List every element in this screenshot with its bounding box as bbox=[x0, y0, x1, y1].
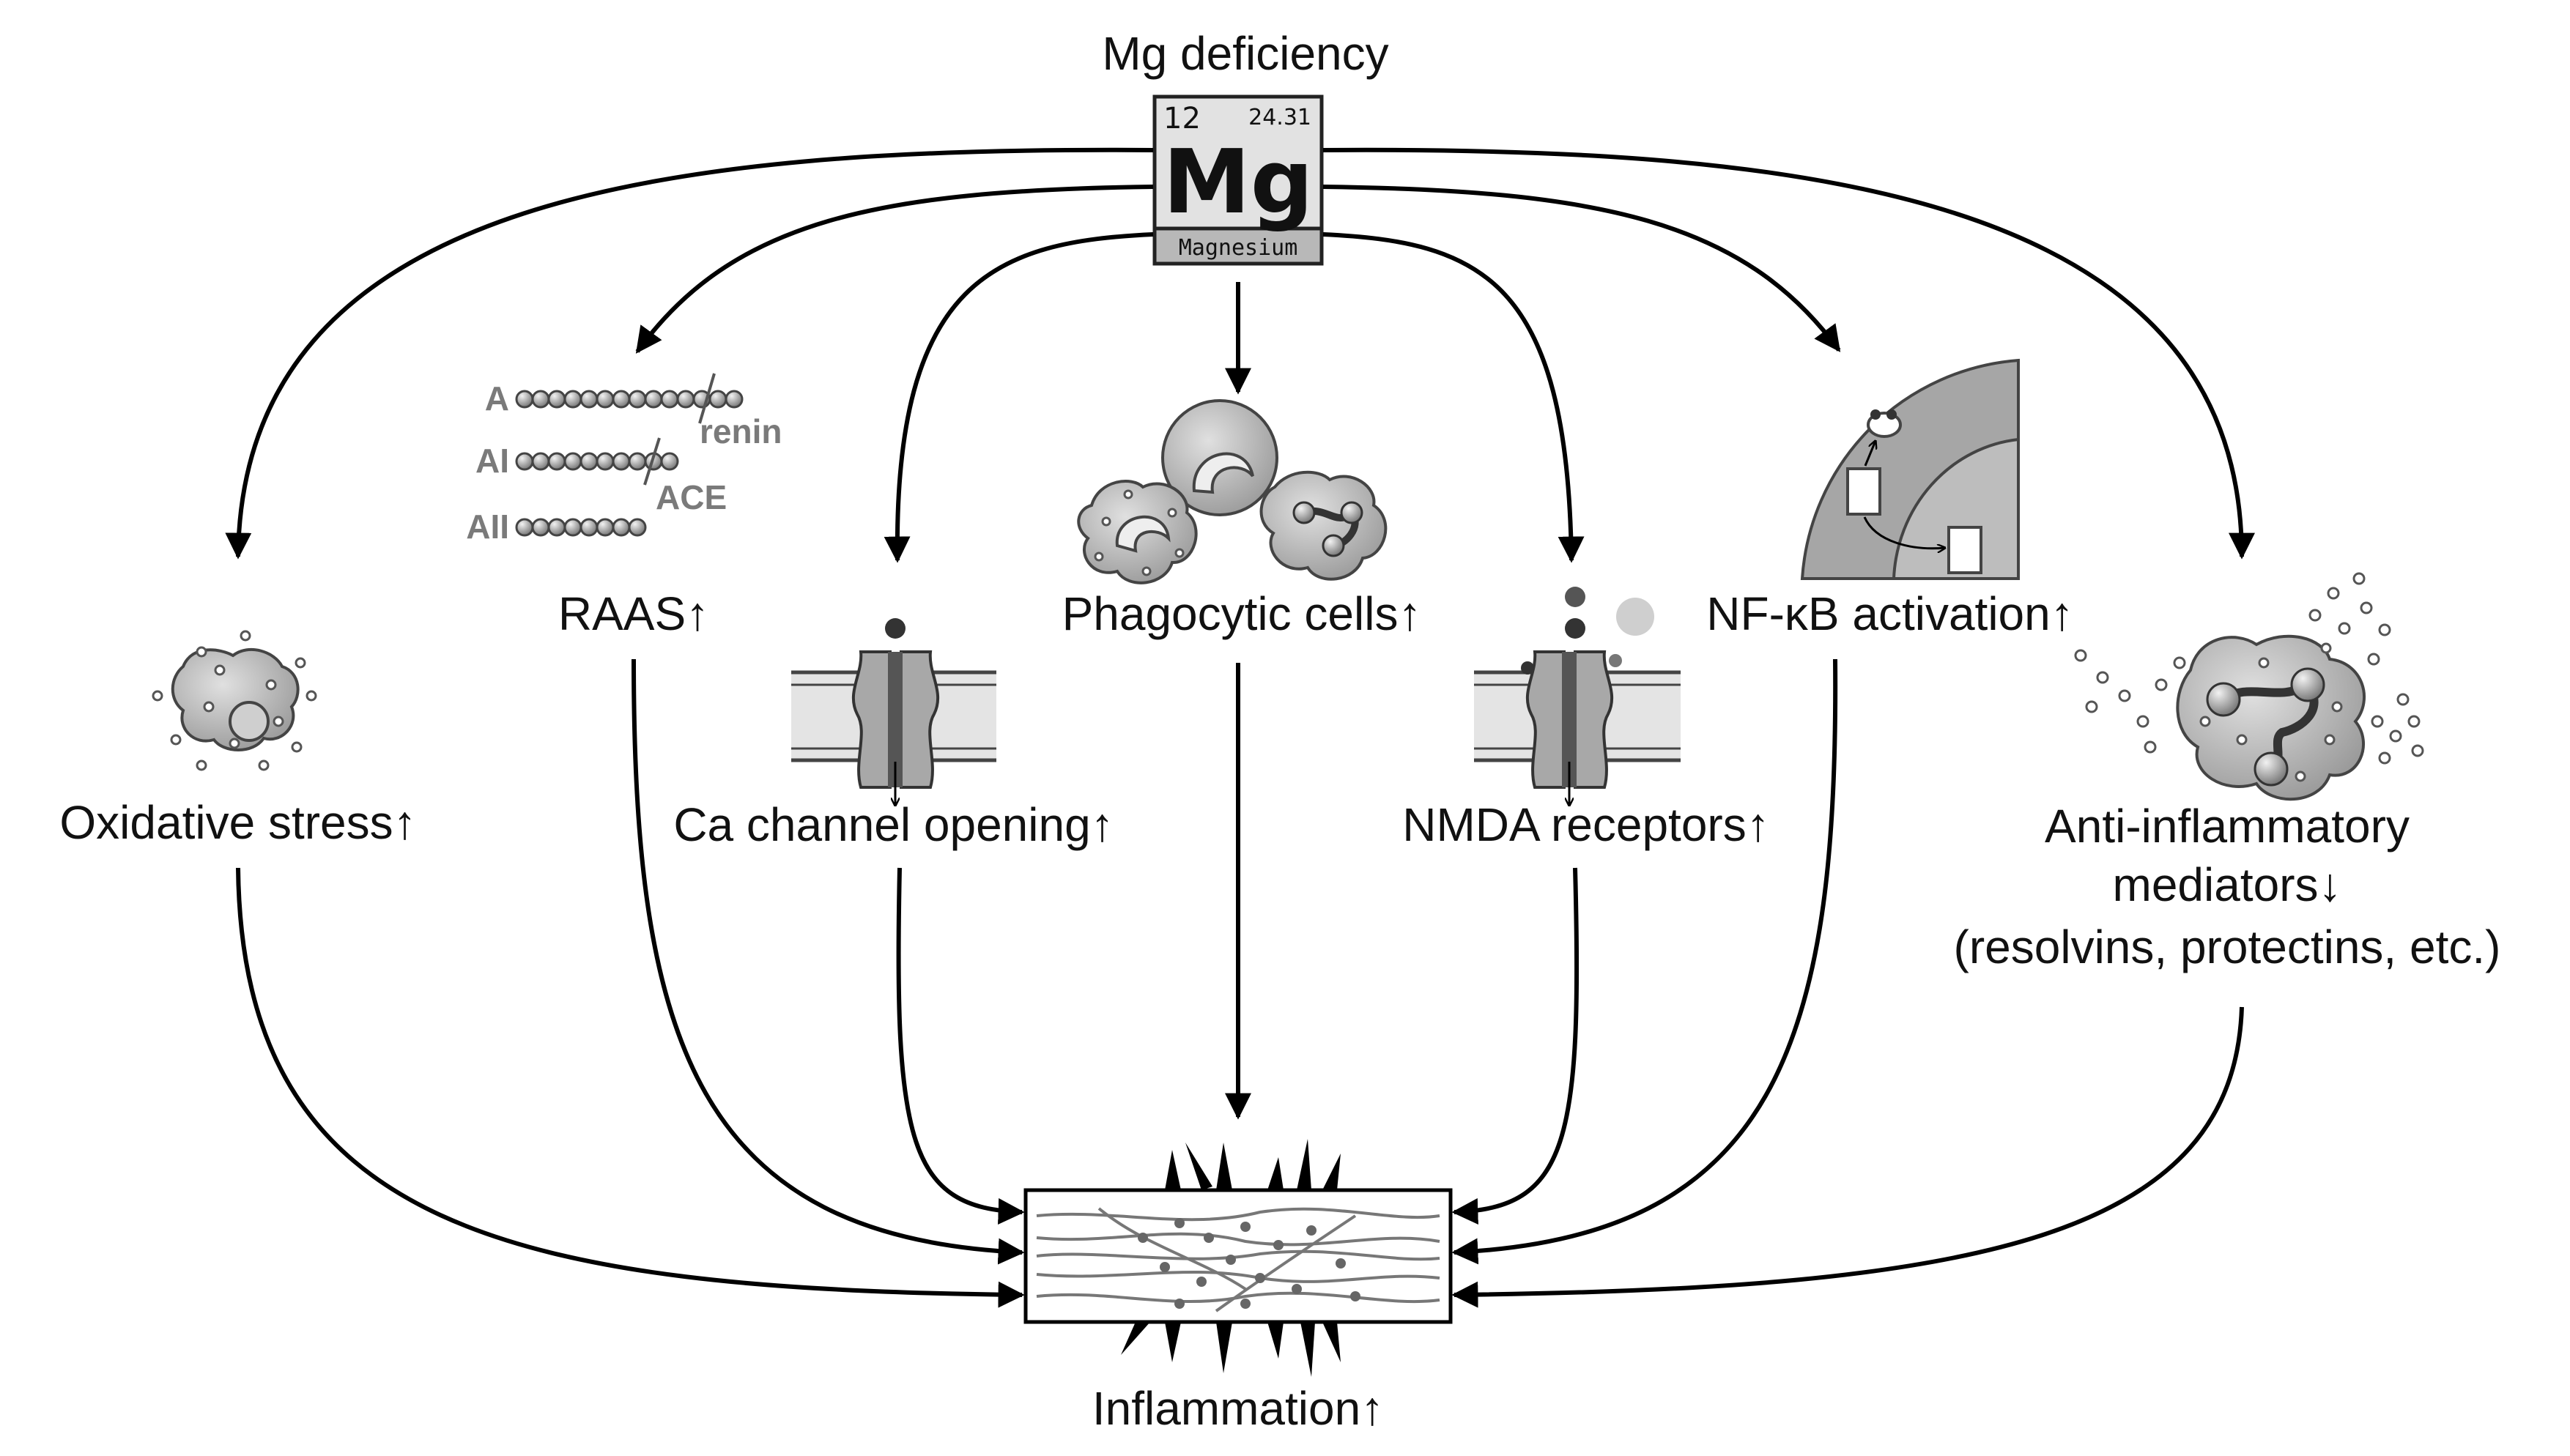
element-name: Magnesium bbox=[1179, 235, 1298, 261]
phagocytic-cells-label: Phagocytic cells↑ bbox=[1062, 587, 1422, 640]
nfkb-activation-icon bbox=[1800, 358, 2020, 580]
arrow-nmda-to-inflammation bbox=[1451, 867, 1580, 1225]
raas-label: RAAS↑ bbox=[558, 587, 709, 640]
nmda-receptors-label: NMDA receptors↑ bbox=[1402, 798, 1769, 851]
atomic-mass: 24.31 bbox=[1248, 105, 1311, 130]
anti-inflammatory-label-line1: Anti-inflammatory bbox=[2045, 800, 2410, 853]
arrow-raas-to-inflammation bbox=[632, 658, 1025, 1265]
renin-label: renin bbox=[700, 412, 782, 450]
ca-channel-label: Ca channel opening↑ bbox=[673, 798, 1114, 851]
angiotensin-i-label: AI bbox=[475, 442, 509, 480]
anti-inflammatory-label-line3: (resolvins, protectins, etc.) bbox=[1954, 921, 2501, 973]
arrow-to-nfkb bbox=[1322, 185, 1841, 352]
anti-inflammatory-cell-icon bbox=[2074, 572, 2424, 801]
nfkb-activation-label: NF-κB activation↑ bbox=[1706, 587, 2073, 640]
oxidative-stress-label: Oxidative stress↑ bbox=[59, 796, 416, 849]
upstream-arrows bbox=[225, 147, 2255, 563]
source-label: Mg deficiency bbox=[1102, 27, 1388, 80]
ace-label: ACE bbox=[656, 478, 727, 516]
magnesium-element-tile: 12 24.31 Mg Magnesium bbox=[1152, 94, 1324, 266]
arrow-to-nmda bbox=[1322, 232, 1585, 563]
downstream-arrows bbox=[236, 658, 2244, 1308]
phagocytic-cells-icon bbox=[1077, 399, 1388, 584]
arrow-to-raas bbox=[635, 185, 1154, 354]
anti-inflammatory-label-line2: mediators↓ bbox=[2113, 858, 2342, 911]
atomic-number: 12 bbox=[1163, 102, 1201, 135]
arrow-to-oxidative-stress bbox=[225, 147, 1154, 560]
angiotensin-ii-label: AII bbox=[466, 508, 509, 546]
ca-channel-icon bbox=[791, 618, 996, 806]
angiotensinogen-label: A bbox=[485, 379, 509, 417]
inflamed-tissue-icon bbox=[1023, 1139, 1453, 1377]
oxidative-stress-icon bbox=[152, 630, 317, 771]
arrow-to-ca-channel bbox=[884, 232, 1154, 563]
element-symbol: Mg bbox=[1163, 132, 1313, 234]
arrow-to-anti-inflammatory bbox=[1322, 147, 2255, 560]
arrow-oxidative-to-inflammation bbox=[236, 867, 1025, 1308]
arrow-anti-inflammatory-to-inflammation bbox=[1451, 1006, 2244, 1308]
raas-cascade-icon: A AI AII renin ACE bbox=[466, 373, 782, 546]
nmda-receptor-icon bbox=[1474, 587, 1681, 806]
arrow-nfkb-to-inflammation bbox=[1451, 658, 1838, 1265]
arrow-ca-to-inflammation bbox=[896, 867, 1025, 1225]
inflammation-label: Inflammation↑ bbox=[1092, 1382, 1384, 1435]
